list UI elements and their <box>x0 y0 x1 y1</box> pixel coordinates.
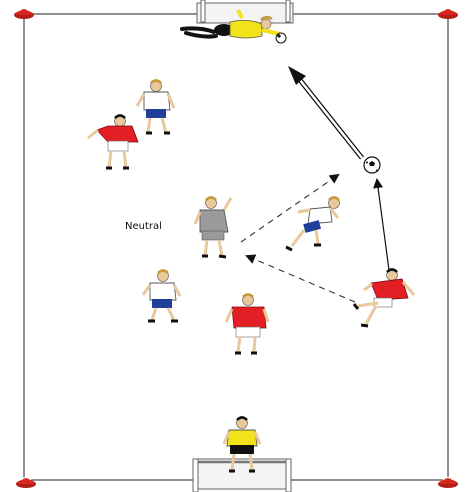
shot-arrow <box>288 66 362 158</box>
player-icon <box>137 81 174 134</box>
cone-icon <box>16 478 36 489</box>
run-line <box>247 256 355 302</box>
player-icon <box>286 198 340 251</box>
ball-icon <box>364 157 380 173</box>
arrow-icon <box>377 180 389 270</box>
cone-icon <box>438 9 458 20</box>
goal-icon <box>193 459 291 492</box>
goal-icon <box>197 0 293 23</box>
player-icon <box>143 271 180 322</box>
player-icon <box>226 295 268 354</box>
player-icon <box>195 198 231 258</box>
neutral-label: Neutral <box>125 221 162 232</box>
player-icon <box>354 270 414 327</box>
cone-icon <box>14 9 34 20</box>
cone-icon <box>438 478 458 489</box>
pitch-boundary <box>24 14 448 480</box>
player-icon <box>88 116 138 169</box>
